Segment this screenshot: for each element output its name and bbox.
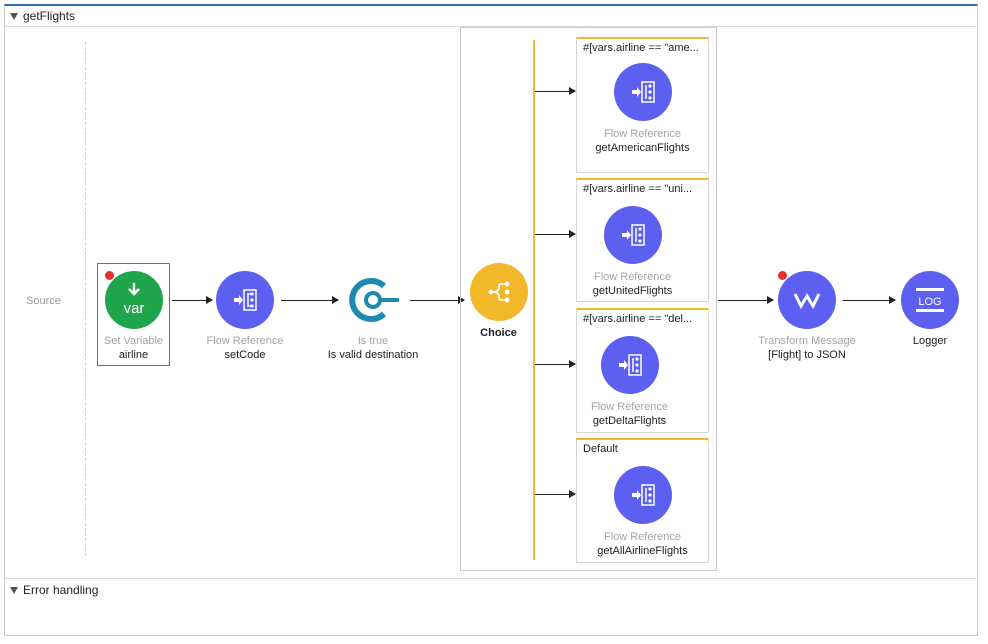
flow-reference-setcode-node[interactable]: Flow Reference setCode	[200, 271, 290, 362]
breakpoint-indicator[interactable]	[104, 270, 115, 281]
choice-node[interactable]: Choice	[465, 263, 532, 339]
choice-scope[interactable]	[460, 27, 717, 571]
route-condition[interactable]: #[vars.airline == "del...	[583, 313, 693, 325]
flow-reference-icon	[600, 336, 659, 394]
transform-icon	[778, 271, 836, 329]
node-display-name: airline	[118, 349, 149, 361]
error-divider	[5, 578, 978, 579]
node-type-label: Flow Reference	[603, 531, 682, 543]
route-when-delta[interactable]: #[vars.airline == "del... Flow Reference…	[576, 308, 709, 433]
node-display-name: Logger	[912, 335, 948, 347]
collapse-triangle-icon[interactable]	[10, 586, 18, 594]
connector-arrow	[410, 296, 465, 304]
flow-reference-node[interactable]: Flow Reference getAllAirlineFlights	[577, 466, 708, 558]
flow-reference-node[interactable]: Flow Reference getDeltaFlights	[564, 336, 695, 428]
validation-icon	[344, 271, 402, 329]
node-type-label: Flow Reference	[603, 128, 682, 140]
route-arrow	[535, 230, 576, 238]
flow-reference-icon	[613, 63, 672, 121]
header-divider	[5, 26, 978, 27]
flow-canvas	[4, 4, 978, 636]
transform-message-node[interactable]: Transform Message [Flight] to JSON	[748, 270, 866, 362]
route-arrow	[535, 490, 576, 498]
node-type-label: Flow Reference	[590, 401, 669, 413]
svg-text:LOG: LOG	[918, 296, 941, 308]
route-condition[interactable]: #[vars.airline == "uni...	[583, 183, 693, 195]
node-display-name: setCode	[224, 349, 266, 361]
flow-reference-icon	[613, 466, 672, 524]
flow-name: getFlights	[23, 9, 76, 23]
node-type-label: Is true	[357, 335, 389, 347]
is-true-node[interactable]: Is true Is valid destination	[318, 271, 428, 362]
logger-node[interactable]: LOG Logger	[899, 271, 961, 347]
set-variable-icon: var	[104, 271, 163, 329]
route-arrow	[535, 360, 576, 368]
logger-icon: LOG	[901, 271, 959, 329]
node-display-name: Choice	[480, 327, 517, 339]
node-display-name: Is valid destination	[327, 349, 419, 361]
flow-reference-icon	[216, 271, 274, 329]
connector-arrow	[281, 296, 339, 304]
choice-branch-icon	[469, 263, 528, 321]
route-condition[interactable]: Default	[583, 443, 618, 455]
choice-rail	[533, 40, 535, 560]
breakpoint-indicator[interactable]	[777, 270, 788, 281]
route-condition[interactable]: #[vars.airline == "ame...	[583, 42, 699, 54]
route-when-american[interactable]: #[vars.airline == "ame... Flow Reference…	[576, 37, 709, 173]
selection-outline	[97, 263, 170, 366]
route-when-united[interactable]: #[vars.airline == "uni... Flow Reference…	[576, 178, 709, 302]
flow-header[interactable]: getFlights	[10, 9, 75, 23]
node-display-name: getAmericanFlights	[595, 142, 690, 154]
node-type-label: Flow Reference	[593, 271, 672, 283]
node-display-name: getAllAirlineFlights	[597, 545, 688, 557]
flow-reference-node[interactable]: Flow Reference getAmericanFlights	[577, 63, 708, 155]
connector-arrow	[172, 296, 213, 304]
error-handling-label: Error handling	[23, 583, 99, 597]
node-type-label: Set Variable	[103, 335, 164, 347]
svg-text:var: var	[123, 300, 144, 317]
connector-arrow	[843, 296, 896, 304]
flow-reference-icon	[603, 206, 662, 264]
node-display-name: getDeltaFlights	[592, 415, 667, 427]
set-variable-node[interactable]: var Set Variable airline	[97, 270, 170, 362]
node-type-label: Transform Message	[758, 335, 856, 347]
route-arrow	[535, 87, 576, 95]
node-display-name: [Flight] to JSON	[768, 349, 846, 361]
route-default[interactable]: Default Flow Reference getAllAirlineFlig…	[576, 438, 709, 563]
source-label: Source	[26, 295, 61, 307]
node-display-name: getUnitedFlights	[592, 285, 673, 297]
connector-arrow	[718, 296, 774, 304]
flow-reference-node[interactable]: Flow Reference getUnitedFlights	[567, 206, 698, 298]
error-handling-header[interactable]: Error handling	[10, 583, 98, 597]
collapse-triangle-icon[interactable]	[10, 12, 18, 20]
source-divider	[85, 42, 86, 556]
node-type-label: Flow Reference	[206, 335, 284, 347]
